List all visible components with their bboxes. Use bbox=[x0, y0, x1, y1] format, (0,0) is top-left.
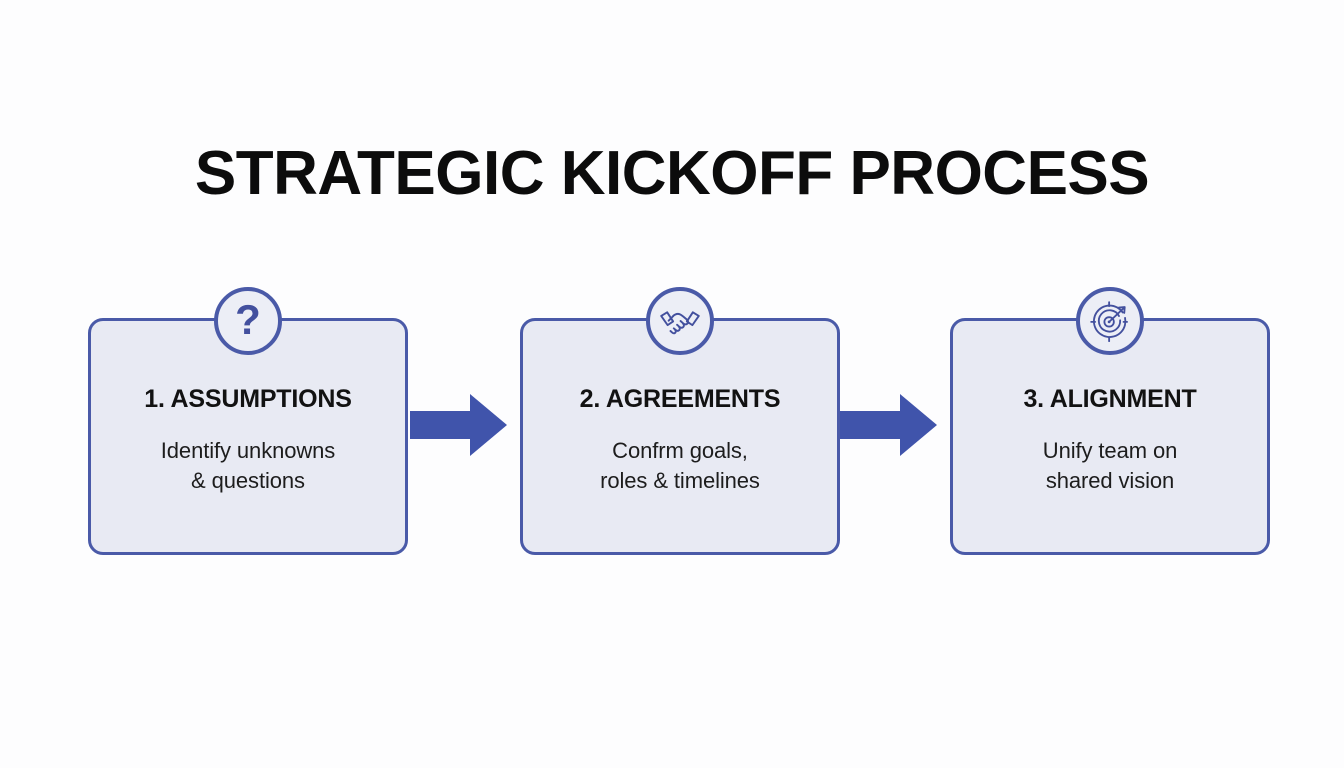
arrow-step1-to-step2 bbox=[410, 392, 508, 458]
step-description-3: Unify team on shared vision bbox=[1042, 436, 1178, 496]
process-flow: ? 1. ASSUMPTIONS Identify unknowns & que… bbox=[88, 287, 1270, 558]
process-step-card-1[interactable]: ? 1. ASSUMPTIONS Identify unknowns & que… bbox=[88, 287, 408, 555]
question-mark-glyph: ? bbox=[235, 296, 261, 343]
arrow-step2-to-step3 bbox=[840, 392, 938, 458]
card-content-2: 2. AGREEMENTS Confrm goals, roles & time… bbox=[523, 321, 837, 552]
question-mark-icon: ? bbox=[214, 287, 282, 355]
process-step-card-2[interactable]: 2. AGREEMENTS Confrm goals, roles & time… bbox=[520, 287, 840, 555]
step-description-2-line2: roles & timelines bbox=[600, 468, 760, 493]
step-description-3-line2: shared vision bbox=[1045, 468, 1175, 493]
step-description-2: Confrm goals, roles & timelines bbox=[600, 436, 760, 496]
page-title: STRATEGIC KICKOFF PROCESS bbox=[194, 139, 1150, 208]
step-description-1-line1: Identify unknowns bbox=[160, 438, 336, 463]
target-arrow-icon bbox=[1076, 287, 1144, 355]
step-heading-3: 3. ALIGNMENT bbox=[1023, 385, 1197, 413]
step-description-3-line1: Unify team on bbox=[1042, 438, 1178, 463]
card-content-1: 1. ASSUMPTIONS Identify unknowns & quest… bbox=[91, 321, 405, 552]
step-description-1-line2: & questions bbox=[191, 468, 305, 493]
step-heading-1: 1. ASSUMPTIONS bbox=[144, 385, 352, 413]
step-heading-2: 2. AGREEMENTS bbox=[579, 385, 781, 413]
card-content-3: 3. ALIGNMENT Unify team on shared vision bbox=[953, 321, 1267, 552]
process-step-card-3[interactable]: 3. ALIGNMENT Unify team on shared vision bbox=[950, 287, 1270, 555]
step-description-2-line1: Confrm goals, bbox=[612, 438, 748, 463]
handshake-icon bbox=[646, 287, 714, 355]
step-description-1: Identify unknowns & questions bbox=[160, 436, 336, 496]
